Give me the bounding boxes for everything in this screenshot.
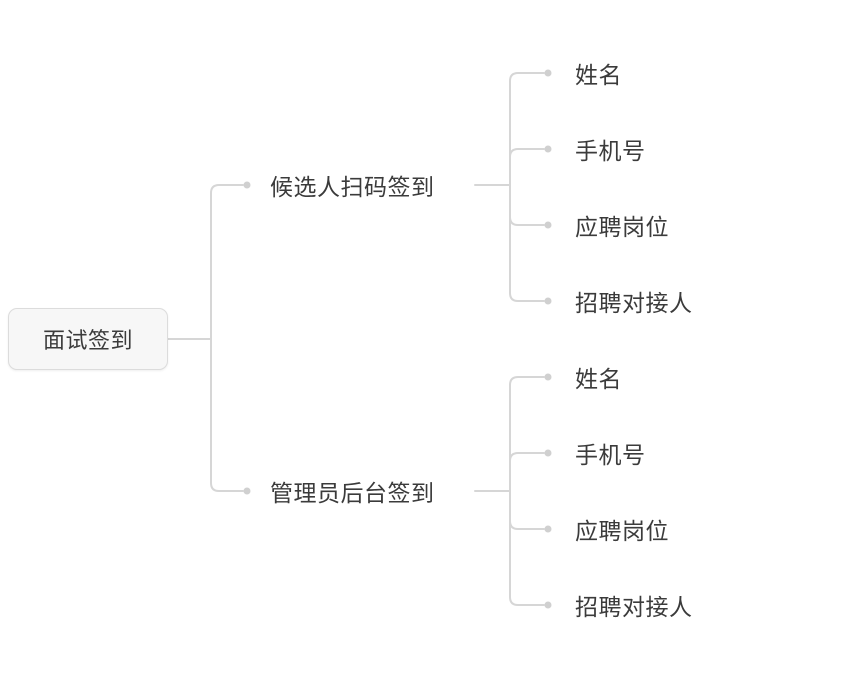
- edge-branch-2-leaf-1: [509, 376, 545, 492]
- edge-dot-branch-1: [243, 181, 251, 189]
- leaf-node-b2-1-label: 姓名: [575, 366, 622, 392]
- branch-node-2[interactable]: 管理员后台签到: [270, 474, 435, 508]
- edge-dot-branch-2: [243, 487, 251, 495]
- edge-dot-b2-leaf-4: [544, 601, 552, 609]
- edge-branch-2-leaf-3: [509, 490, 545, 530]
- edge-dot-b1-leaf-3: [544, 221, 552, 229]
- leaf-node-b2-3-label: 应聘岗位: [575, 518, 669, 544]
- edge-branch-1-leaf-2: [509, 148, 545, 186]
- leaf-node-b2-2[interactable]: 手机号: [575, 437, 646, 469]
- root-node[interactable]: 面试签到: [8, 308, 168, 370]
- edge-root-to-branch-1: [210, 184, 244, 340]
- leaf-node-b1-4-label: 招聘对接人: [575, 290, 693, 316]
- edge-dot-b2-leaf-3: [544, 525, 552, 533]
- edge-branch-1-leaf-4: [509, 184, 545, 302]
- leaf-node-b1-2[interactable]: 手机号: [575, 133, 646, 165]
- leaf-node-b1-1-label: 姓名: [575, 62, 622, 88]
- branch-node-1-label: 候选人扫码签到: [270, 174, 435, 200]
- edge-dot-b1-leaf-1: [544, 69, 552, 77]
- leaf-node-b1-1[interactable]: 姓名: [575, 57, 622, 89]
- leaf-node-b1-3[interactable]: 应聘岗位: [575, 209, 669, 241]
- leaf-node-b2-1[interactable]: 姓名: [575, 361, 622, 393]
- edge-branch-2-leaf-2: [509, 452, 545, 492]
- leaf-node-b1-2-label: 手机号: [575, 138, 646, 164]
- branch-node-2-label: 管理员后台签到: [270, 480, 435, 506]
- edge-dot-b2-leaf-2: [544, 449, 552, 457]
- leaf-node-b1-4[interactable]: 招聘对接人: [575, 285, 693, 317]
- edge-branch-1-leaf-3: [509, 184, 545, 226]
- root-node-label: 面试签到: [42, 328, 133, 353]
- edge-root-to-branch-2: [210, 338, 244, 492]
- branch-node-1[interactable]: 候选人扫码签到: [270, 168, 435, 202]
- edge-dot-b1-leaf-2: [544, 145, 552, 153]
- edge-dot-b2-leaf-1: [544, 373, 552, 381]
- leaf-node-b1-3-label: 应聘岗位: [575, 214, 669, 240]
- leaf-node-b2-2-label: 手机号: [575, 442, 646, 468]
- edge-branch-1-leaf-1: [509, 72, 545, 186]
- leaf-node-b2-4-label: 招聘对接人: [575, 594, 693, 620]
- leaf-node-b2-3[interactable]: 应聘岗位: [575, 513, 669, 545]
- edge-dot-b1-leaf-4: [544, 297, 552, 305]
- leaf-node-b2-4[interactable]: 招聘对接人: [575, 589, 693, 621]
- edge-branch-2-leaf-4: [509, 490, 545, 606]
